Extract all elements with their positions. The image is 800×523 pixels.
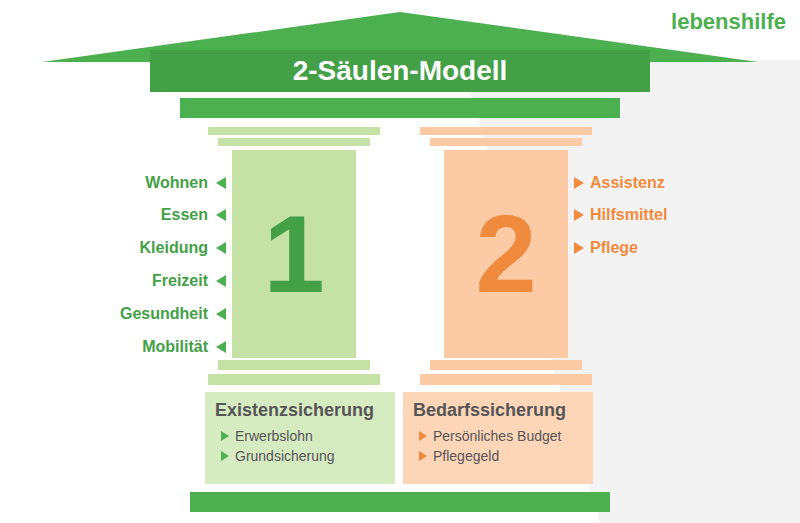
beam [180,98,620,118]
pillar-number: 1 [232,194,356,314]
box-heading: Existenzsicherung [215,398,385,422]
column-base [218,360,370,370]
title-band [150,50,650,92]
capital [218,138,370,146]
pillar: 1 [232,150,356,358]
pillar-label: Mobilität [142,337,208,357]
pillar-label: Assistenz [590,173,665,193]
arrow-marks [216,177,226,353]
pillar-label: Hilfsmittel [590,205,667,225]
box-item: Grundsicherung [219,446,385,466]
column-base [208,374,380,385]
box-item: Erwerbslohn [219,426,385,446]
base-bar [190,492,610,512]
pillar-label: Pflege [590,238,638,258]
box-item: Pflegegeld [417,446,583,466]
capital [430,138,582,146]
logo-text: lebenshilfe [671,9,786,35]
pillar-label: Kleidung [140,238,208,258]
capital [208,127,380,135]
pillar: 2 [444,150,568,358]
column-base [430,360,582,370]
box-item: Persönliches Budget [417,426,583,446]
pillar-label: Essen [161,205,208,225]
pillar-label: Wohnen [145,173,208,193]
pillar-number: 2 [444,194,568,314]
box-heading: Bedarfssicherung [413,398,583,422]
info-box: BedarfssicherungPersönliches BudgetPfleg… [403,392,593,484]
info-box: ExistenzsicherungErwerbslohnGrundsicheru… [205,392,395,484]
arrow-marks [574,177,584,254]
column-base [420,374,592,385]
capital [420,127,592,135]
pillar-label: Freizeit [152,271,208,291]
pillar-label: Gesundheit [120,304,208,324]
title: 2-Säulen-Modell [150,50,650,92]
